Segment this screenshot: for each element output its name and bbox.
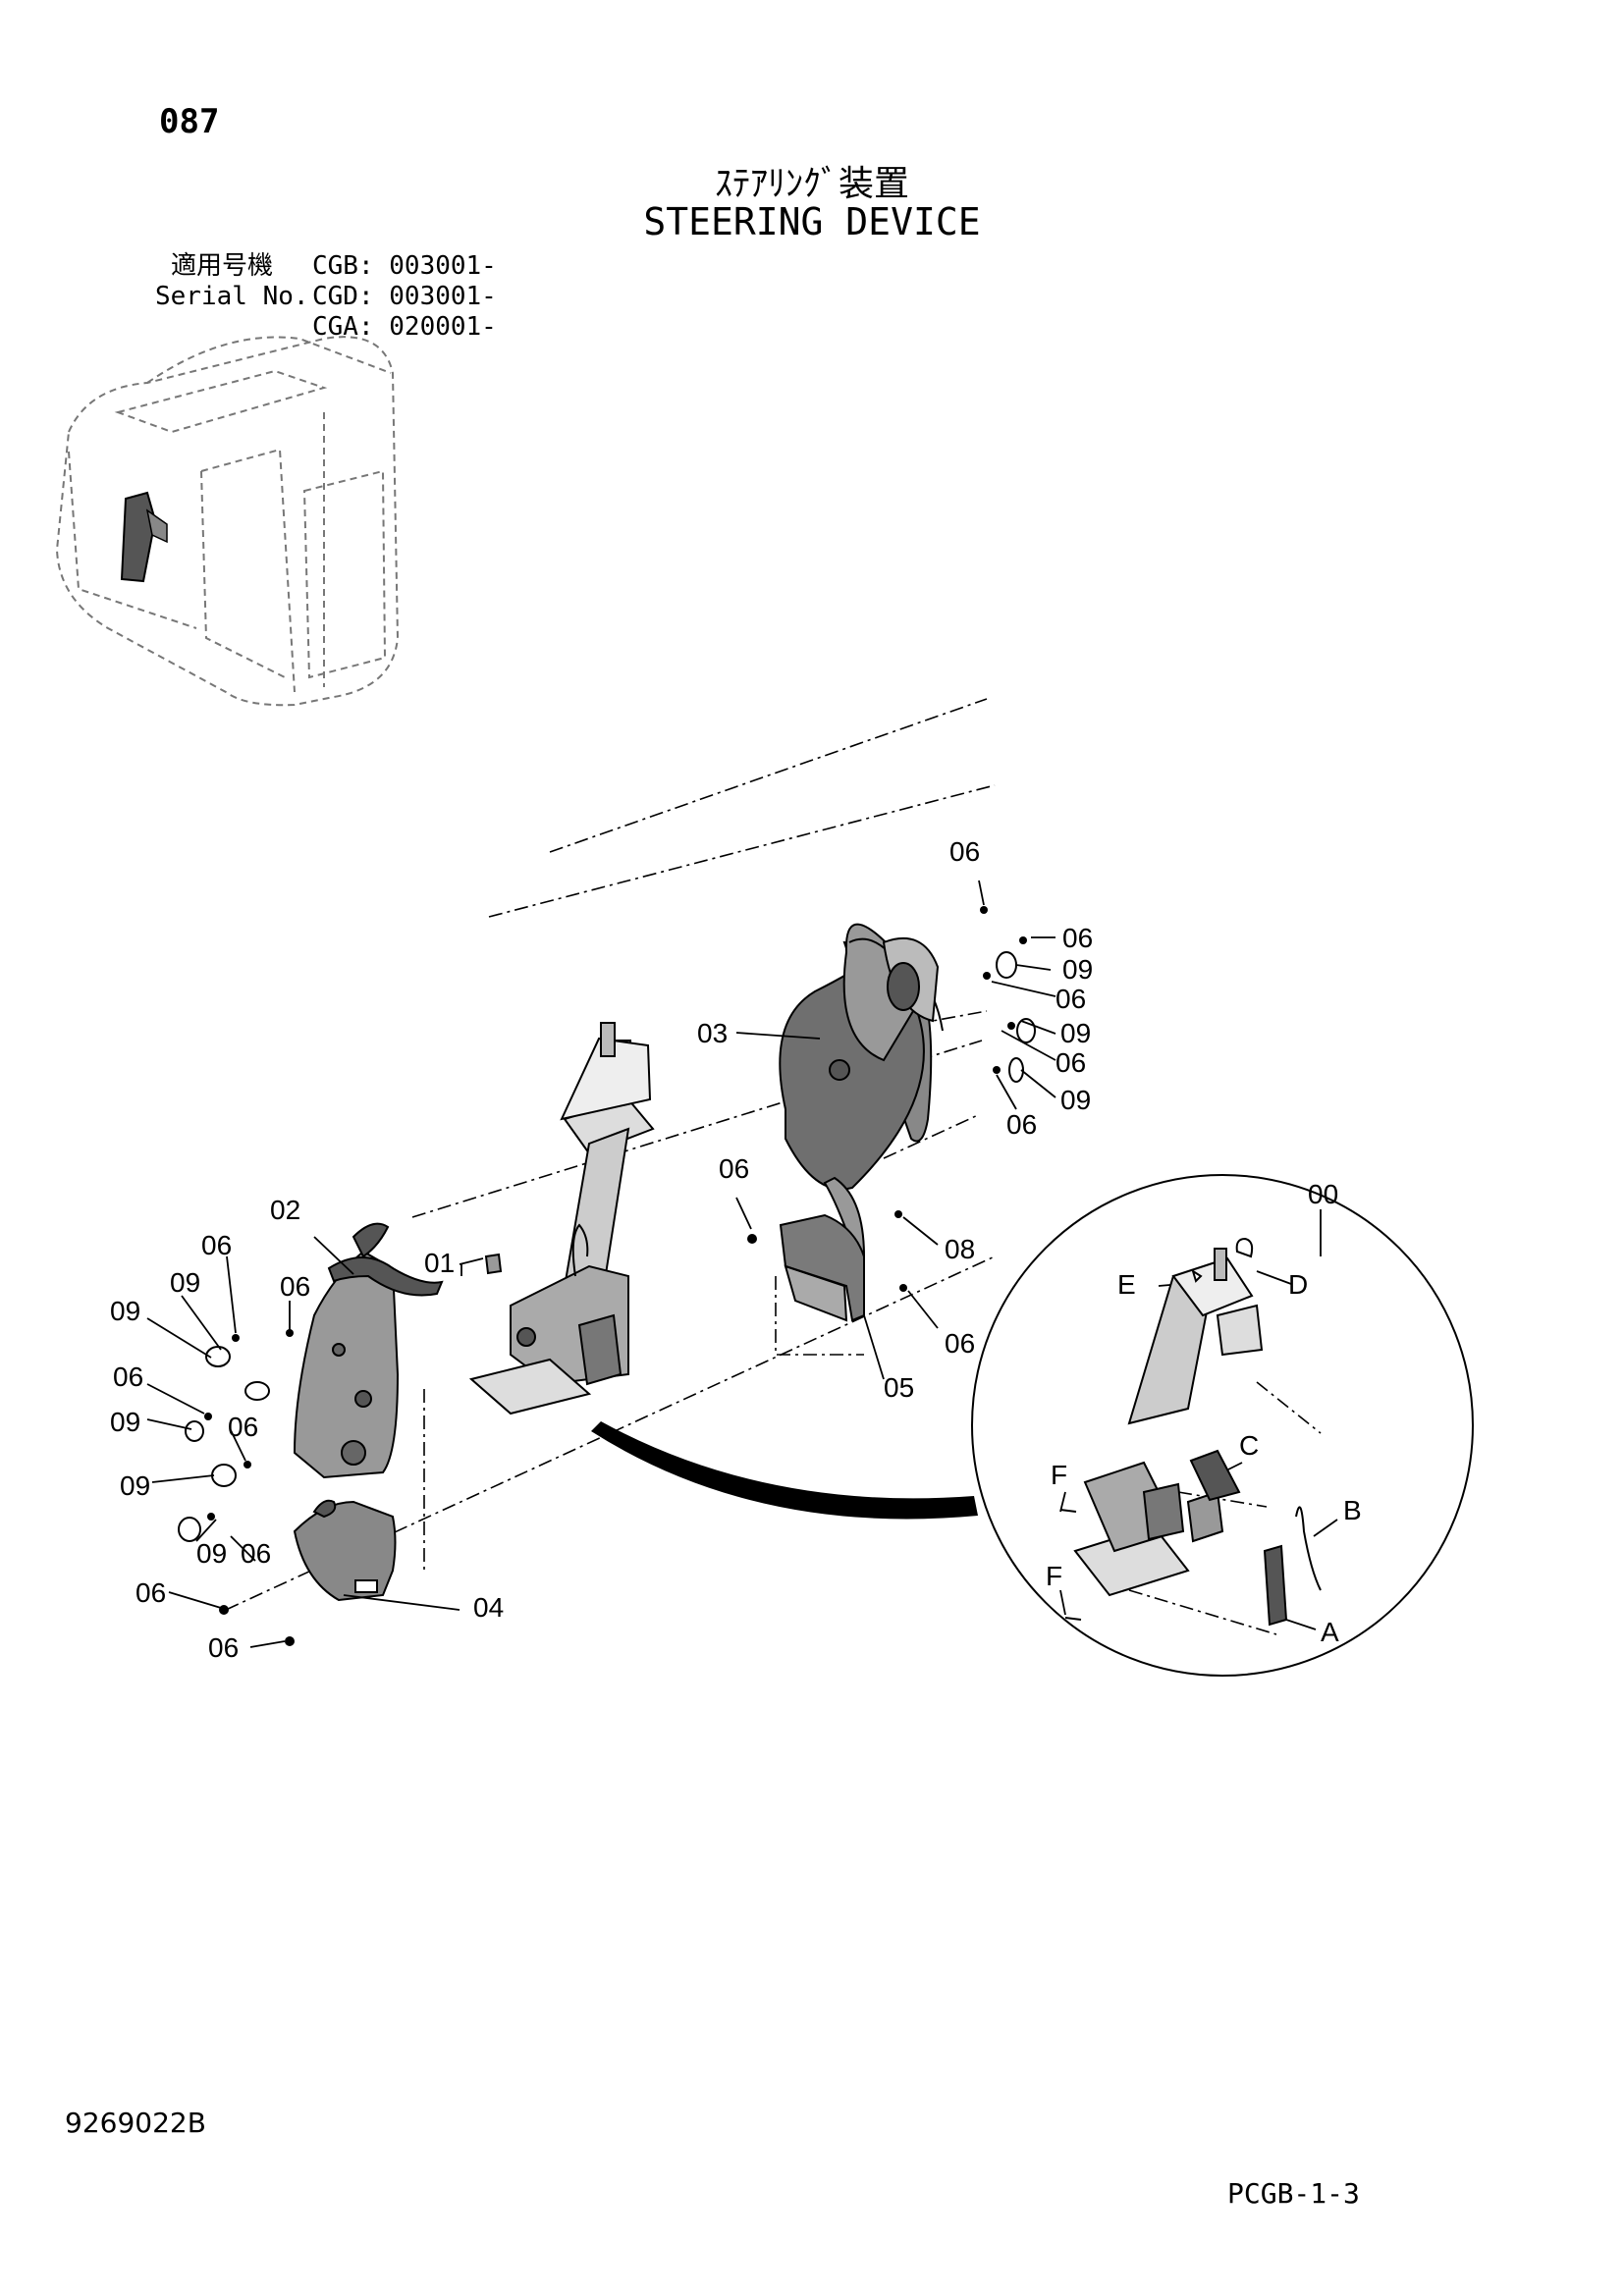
callout-06-l3: 06	[113, 1362, 143, 1392]
document-id: 9269022B	[65, 2107, 206, 2139]
callout-03: 03	[697, 1018, 728, 1048]
part-02-front-cover	[293, 1222, 444, 1479]
callout-F-lower: F	[1046, 1561, 1062, 1591]
detail-circle	[971, 1174, 1474, 1677]
callout-09-r1: 09	[1062, 954, 1093, 985]
callout-09-l2: 09	[110, 1296, 140, 1326]
part-03-upper-cover	[779, 923, 944, 1269]
callout-06-r1: 06	[1062, 923, 1093, 953]
callout-09-l4: 09	[120, 1470, 150, 1501]
title-japanese: ｽﾃｱﾘﾝｸﾞ装置	[714, 164, 909, 204]
steering-column-thumbnail-icon	[120, 491, 168, 583]
leader-lines	[146, 880, 1338, 1648]
callout-08: 08	[945, 1234, 975, 1264]
cab-location-thumbnail	[55, 336, 400, 707]
callout-06-l2: 06	[280, 1271, 310, 1302]
serial-cgb: CGB: 003001-	[312, 251, 497, 281]
bolts-06	[204, 906, 1027, 1646]
serial-cgd: CGD: 003001-	[312, 282, 497, 311]
steering-column-assembly	[468, 1022, 655, 1415]
detail-link-arrow	[591, 1421, 978, 1520]
callout-06-l1: 06	[201, 1230, 232, 1260]
callout-09-r2: 09	[1060, 1018, 1091, 1048]
callout-E: E	[1117, 1269, 1136, 1300]
callout-09-r3: 09	[1060, 1085, 1091, 1115]
callout-C: C	[1239, 1430, 1259, 1461]
part-05-rear-cover	[779, 1213, 865, 1322]
callout-06-l6: 06	[135, 1577, 166, 1608]
callout-06-l4: 06	[228, 1412, 258, 1442]
callout-06-r3: 06	[1056, 1047, 1086, 1078]
callout-09-l3: 09	[110, 1407, 140, 1437]
callout-09-l5: 09	[196, 1538, 227, 1569]
callout-06-mid: 06	[719, 1153, 749, 1184]
serial-label-jp: 適用号機	[171, 251, 274, 281]
callout-A: A	[1321, 1617, 1339, 1647]
callout-06-l5: 06	[241, 1538, 271, 1569]
callout-06-top: 06	[949, 836, 980, 867]
callout-06-right: 06	[945, 1328, 975, 1359]
part-04-lower-cover	[293, 1499, 397, 1602]
callout-06-r4: 06	[1006, 1109, 1037, 1140]
callout-B: B	[1343, 1495, 1362, 1525]
title-english: STEERING DEVICE	[643, 200, 981, 243]
callout-04: 04	[473, 1592, 504, 1623]
serial-label-en: Serial No.	[155, 282, 309, 311]
callout-00: 00	[1308, 1179, 1338, 1209]
page-reference: PCGB-1-3	[1227, 2177, 1360, 2210]
page-number: 087	[159, 102, 220, 141]
callout-02: 02	[270, 1195, 300, 1225]
detail-column-drawing	[1059, 1237, 1322, 1627]
callout-06-l7: 06	[208, 1632, 239, 1663]
callout-F-upper: F	[1051, 1460, 1067, 1490]
grommets-09	[178, 951, 1036, 1542]
callout-labels: 06 06 09 06 09 06 09 06 03 06 08 06 05 0…	[110, 836, 1362, 1663]
callout-D: D	[1288, 1269, 1308, 1300]
callout-05: 05	[884, 1372, 914, 1403]
callout-06-r2: 06	[1056, 984, 1086, 1014]
callout-09-l1: 09	[170, 1267, 200, 1298]
callout-01: 01	[424, 1248, 455, 1278]
